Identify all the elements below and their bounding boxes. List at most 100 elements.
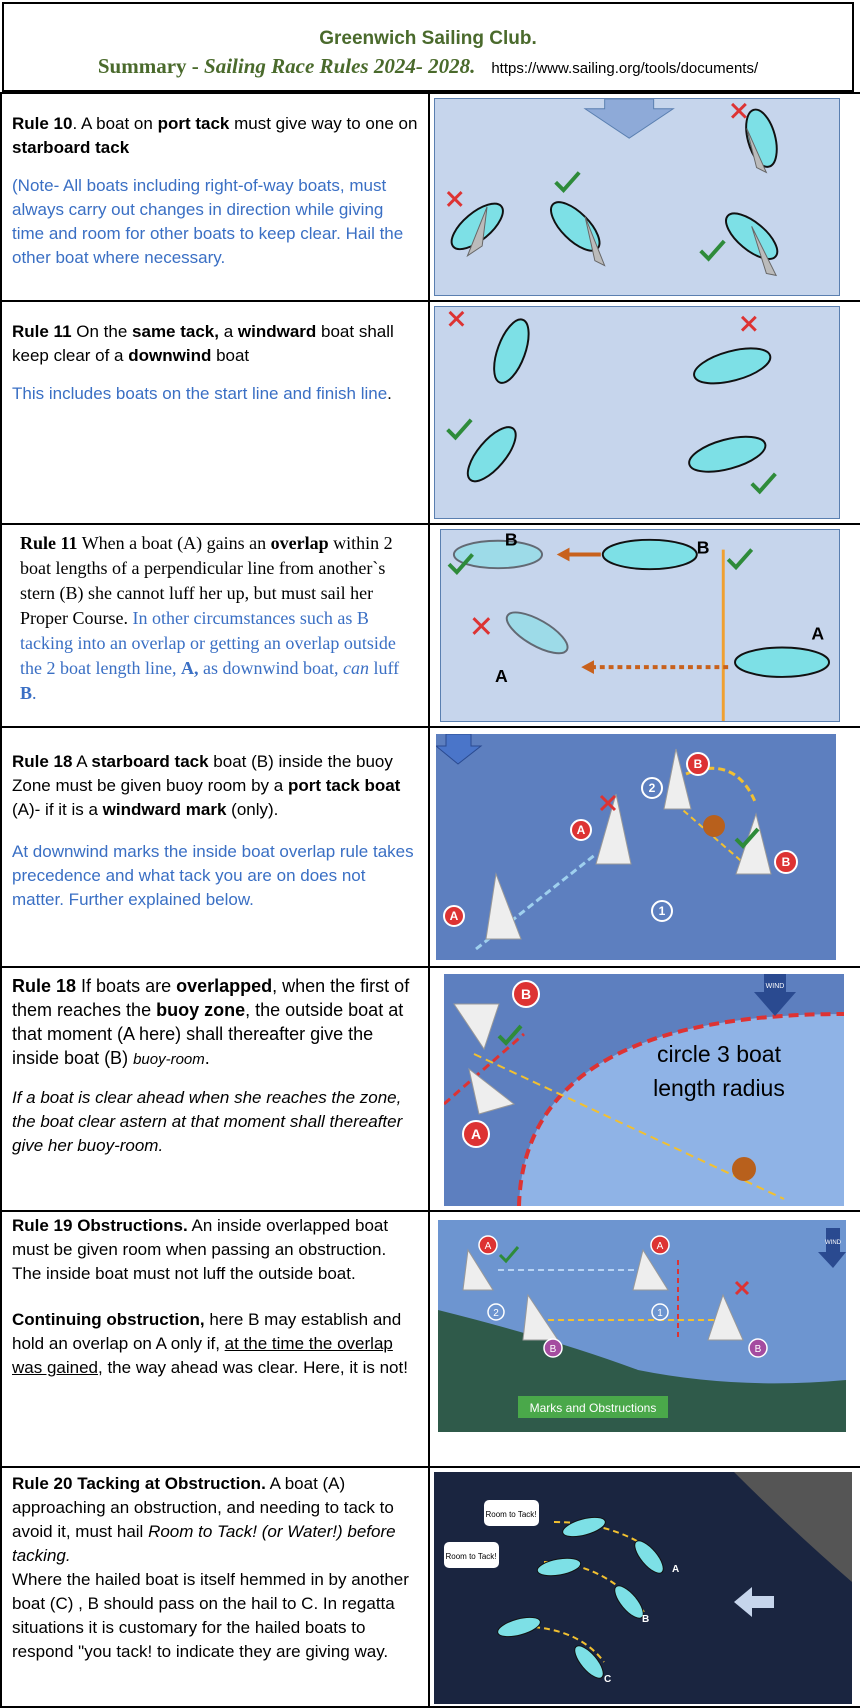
tacking-illustration: Room to Tack! Room to Tack! ABC bbox=[444, 1472, 852, 1685]
wind-label: WIND bbox=[825, 1240, 842, 1246]
b: starboard tack bbox=[91, 752, 209, 771]
i: Room to Tack! (or Water!) before tacking… bbox=[12, 1522, 396, 1565]
boats-illustration bbox=[446, 310, 777, 495]
check-icon bbox=[446, 418, 777, 495]
position-label: 2 bbox=[493, 1308, 499, 1319]
b: Continuing obstruction, bbox=[12, 1310, 205, 1329]
zone-illustration: WIND BA circle 3 boat length radius bbox=[444, 974, 844, 1206]
b: overlap bbox=[270, 533, 329, 553]
b: buoy zone bbox=[156, 1000, 246, 1020]
t: Where the hailed boat is itself hemmed i… bbox=[12, 1570, 409, 1661]
boat-label: B bbox=[521, 986, 531, 1002]
rule-19-row: Rule 19 Obstructions. An inside overlapp… bbox=[0, 1210, 860, 1466]
rule-19-text: Rule 19 Obstructions. An inside overlapp… bbox=[0, 1212, 430, 1466]
rule-note: (Note- All boats including right-of-way … bbox=[12, 176, 404, 267]
boat-label: A bbox=[811, 624, 824, 644]
t: (only). bbox=[226, 800, 279, 819]
boat-icon bbox=[601, 538, 698, 571]
b: same tack, bbox=[132, 322, 219, 341]
t: boat bbox=[211, 346, 250, 365]
arrow-icon bbox=[734, 1587, 774, 1617]
rule-10-row: Rule 10. A boat on port tack must give w… bbox=[0, 92, 860, 300]
rule-11-row: Rule 11 On the same tack, a windward boa… bbox=[0, 300, 860, 523]
t: within 2 boat lengths of a perpendicular… bbox=[20, 533, 393, 628]
t: a bbox=[218, 322, 238, 341]
boat-label: A bbox=[485, 1241, 492, 1252]
n: can bbox=[342, 658, 369, 678]
title-italic: Sailing Race Rules 2024- 2028. bbox=[204, 54, 476, 78]
rule-title: Rule 11 bbox=[12, 322, 72, 341]
boats-illustration bbox=[446, 99, 779, 277]
boat-label: A bbox=[495, 666, 508, 686]
t: here B may establish and hold an overlap… bbox=[12, 1310, 402, 1353]
t: boat shall keep clear of a bbox=[12, 322, 394, 365]
zone-label: circle 3 boat bbox=[657, 1041, 782, 1067]
boat-label: C bbox=[604, 1674, 611, 1685]
rule-20-text: Rule 20 Tacking at Obstruction. A boat (… bbox=[0, 1468, 430, 1706]
check-icon bbox=[497, 1024, 523, 1046]
b: overlapped bbox=[176, 976, 273, 996]
boat-icon bbox=[614, 1585, 644, 1619]
boat-icon bbox=[505, 611, 569, 655]
buoy-icon bbox=[732, 1157, 756, 1181]
boats-illustration: B 2 A B 1 A bbox=[436, 734, 798, 951]
n: In other circumstances such as B tacking… bbox=[20, 608, 396, 678]
check-icon bbox=[447, 548, 754, 575]
check-icon bbox=[554, 171, 726, 262]
boat-icon bbox=[536, 1557, 582, 1577]
wind-arrow-icon bbox=[583, 99, 675, 139]
boat-icon bbox=[497, 1616, 541, 1638]
t: On the bbox=[71, 322, 133, 341]
b: port tack boat bbox=[287, 776, 401, 795]
boat-icon bbox=[734, 646, 831, 678]
cross-icon bbox=[734, 1280, 750, 1296]
t: . bbox=[204, 1048, 210, 1068]
boat-label: B bbox=[697, 538, 710, 558]
t: , the outside boat at that moment (A her… bbox=[12, 1000, 404, 1068]
n: A, bbox=[180, 658, 199, 678]
u: at the time the overlap was gained bbox=[12, 1334, 393, 1377]
title-prefix: Summary - bbox=[97, 54, 205, 78]
n: . bbox=[32, 683, 37, 703]
speech-bubble bbox=[444, 1542, 499, 1568]
check-icon bbox=[498, 1246, 520, 1264]
boat-icon bbox=[574, 1645, 604, 1679]
t: When a boat (A) gains an bbox=[77, 533, 271, 553]
t: If boats are bbox=[76, 976, 177, 996]
boat-label: B bbox=[755, 1344, 762, 1355]
rule-note: At downwind marks the inside boat overla… bbox=[12, 842, 414, 909]
boat-label: B bbox=[694, 757, 703, 771]
boat-label: A bbox=[657, 1241, 664, 1252]
rule-title: Rule 11 bbox=[20, 533, 78, 553]
hail-text: Room to Tack! bbox=[486, 1510, 537, 1519]
boat-label: B bbox=[550, 1344, 557, 1355]
boat-icon bbox=[493, 318, 530, 384]
boats-illustration: B B A A bbox=[447, 530, 831, 721]
i: buoy-room bbox=[133, 1051, 205, 1068]
boat-icon bbox=[466, 426, 517, 483]
boat-icon bbox=[450, 202, 504, 251]
boat-icon bbox=[725, 212, 779, 260]
club-name: Greenwich Sailing Club. bbox=[319, 28, 537, 49]
t: . A boat on bbox=[72, 114, 158, 133]
t: A boat (A) approaching an obstruction, a… bbox=[12, 1474, 394, 1541]
source-url: https://www.sailing.org/tools/documents/ bbox=[491, 60, 759, 77]
rule-10-text: Rule 10. A boat on port tack must give w… bbox=[0, 94, 430, 300]
t: , the way ahead was clear. Here, it is n… bbox=[98, 1358, 408, 1377]
boat-icon bbox=[634, 1540, 664, 1574]
boat-label: A bbox=[471, 1126, 481, 1142]
position-label: 2 bbox=[649, 781, 656, 795]
boat-label: B bbox=[505, 530, 518, 550]
position-label: 1 bbox=[659, 904, 666, 918]
rule-18-diagram: B 2 A B 1 A bbox=[436, 734, 836, 960]
boat-label: A bbox=[672, 1564, 679, 1575]
rule-11-overlap-text: Rule 11 When a boat (A) gains an overlap… bbox=[0, 525, 430, 726]
n: as downwind boat, bbox=[198, 658, 343, 678]
boat-icon bbox=[688, 435, 767, 473]
rule-note: If a boat is clear ahead when she reache… bbox=[12, 1088, 403, 1155]
wind-label: WIND bbox=[766, 983, 785, 990]
n: B bbox=[20, 683, 33, 703]
rule-18-overlap-text: Rule 18 If boats are overlapped, when th… bbox=[0, 968, 430, 1210]
